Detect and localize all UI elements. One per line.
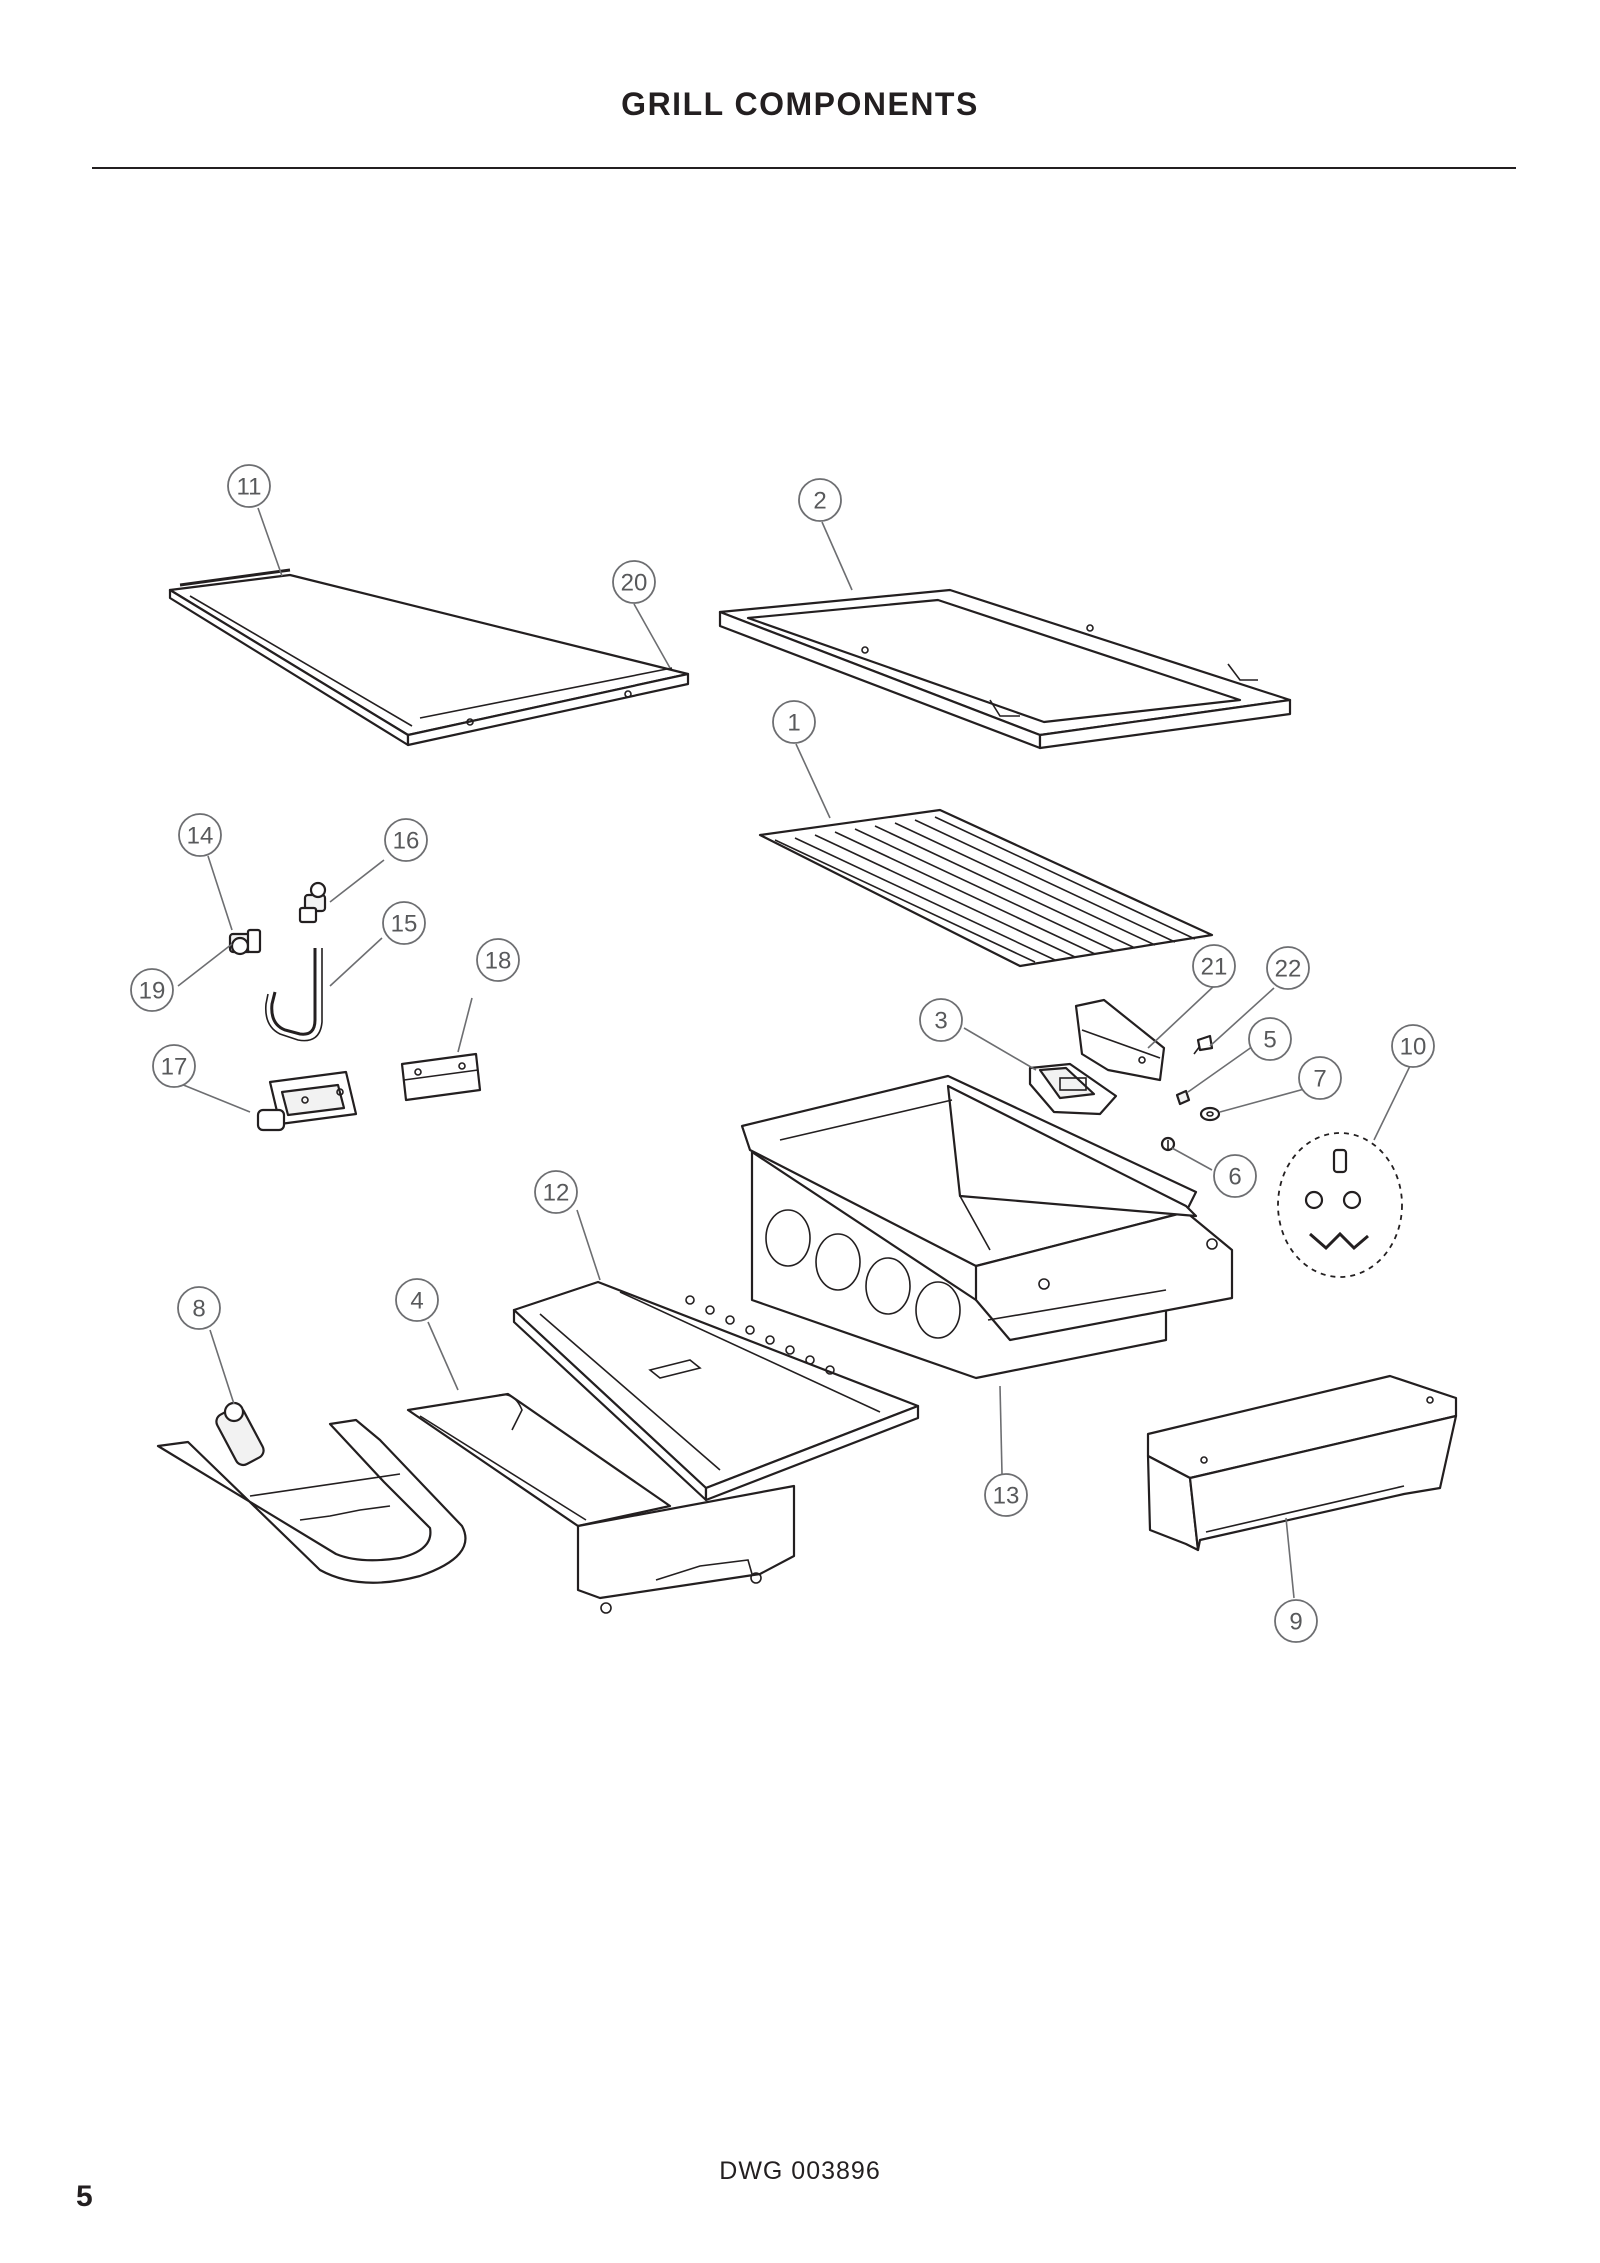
callout-11: 11 (227, 464, 271, 508)
part-21-heat-shield (1074, 998, 1166, 1082)
callout-11-label: 11 (237, 474, 262, 501)
part-15-tube (264, 948, 323, 1042)
callout-13-label: 13 (993, 1483, 1020, 1510)
callout-18: 18 (476, 938, 520, 982)
callout-10-label: 10 (1400, 1034, 1427, 1061)
callout-19: 19 (130, 968, 174, 1012)
callout-17-label: 17 (161, 1054, 188, 1081)
page-title: GRILL COMPONENTS (621, 86, 979, 122)
part-9-trim (1146, 1374, 1458, 1552)
part-22-screw (1193, 1034, 1214, 1055)
part-6-screw (1160, 1136, 1176, 1152)
callout-2: 2 (798, 478, 842, 522)
callout-7-label: 7 (1313, 1066, 1326, 1093)
part-4-drip-tray (406, 1392, 796, 1614)
callout-7: 7 (1298, 1056, 1342, 1100)
callout-4-label: 4 (410, 1288, 423, 1315)
callout-17: 17 (152, 1044, 196, 1088)
callout-8-label: 8 (192, 1296, 205, 1323)
part-12-radiant-tray (512, 1280, 920, 1502)
part-13-firebox (740, 1074, 1234, 1380)
callout-21: 21 (1192, 944, 1236, 988)
callout-19-label: 19 (139, 978, 166, 1005)
part-11-panel (168, 568, 690, 747)
part-8-burner (156, 1401, 467, 1584)
callout-12-label: 12 (543, 1180, 570, 1207)
part-10-hardware-kit (1277, 1132, 1403, 1278)
callout-21-label: 21 (1201, 954, 1228, 981)
callout-9-label: 9 (1289, 1609, 1302, 1636)
callout-20: 20 (612, 560, 656, 604)
callout-15: 15 (382, 901, 426, 945)
part-3-controller (1028, 1062, 1118, 1116)
leader-lines (175, 507, 1411, 1599)
drawing-number: DWG 003896 (719, 2157, 881, 2185)
callout-18-label: 18 (485, 948, 512, 975)
callout-13: 13 (984, 1473, 1028, 1517)
title-divider (92, 167, 1516, 169)
callout-14: 14 (178, 813, 222, 857)
callout-3-label: 3 (934, 1008, 947, 1035)
part-2-frame (718, 588, 1292, 750)
callout-22: 22 (1266, 946, 1310, 990)
page-number: 5 (76, 2180, 93, 2213)
callout-5: 5 (1248, 1017, 1292, 1061)
callout-3: 3 (919, 998, 963, 1042)
callout-16-label: 16 (393, 828, 420, 855)
part-18-bracket (400, 1052, 482, 1102)
callout-14-label: 14 (187, 823, 214, 850)
callout-20-label: 20 (621, 570, 648, 597)
callout-6: 6 (1213, 1154, 1257, 1198)
part-5-nut (1175, 1089, 1191, 1106)
part-1-grate (758, 808, 1214, 968)
callout-6-label: 6 (1228, 1164, 1241, 1191)
callout-4: 4 (395, 1278, 439, 1322)
callout-16: 16 (384, 818, 428, 862)
callout-2-label: 2 (813, 488, 826, 515)
callout-22-label: 22 (1275, 956, 1302, 983)
callout-1-label: 1 (787, 710, 800, 737)
part-16-elbow (298, 881, 327, 924)
callout-8: 8 (177, 1286, 221, 1330)
callout-9: 9 (1274, 1599, 1318, 1643)
part-17-igniter (256, 1070, 358, 1132)
callout-12: 12 (534, 1170, 578, 1214)
callout-10: 10 (1391, 1024, 1435, 1068)
callout-5-label: 5 (1263, 1027, 1276, 1054)
part-7-washer (1199, 1106, 1221, 1122)
part-14-19-fitting (228, 928, 262, 956)
callout-15-label: 15 (391, 911, 418, 938)
callout-1: 1 (772, 700, 816, 744)
